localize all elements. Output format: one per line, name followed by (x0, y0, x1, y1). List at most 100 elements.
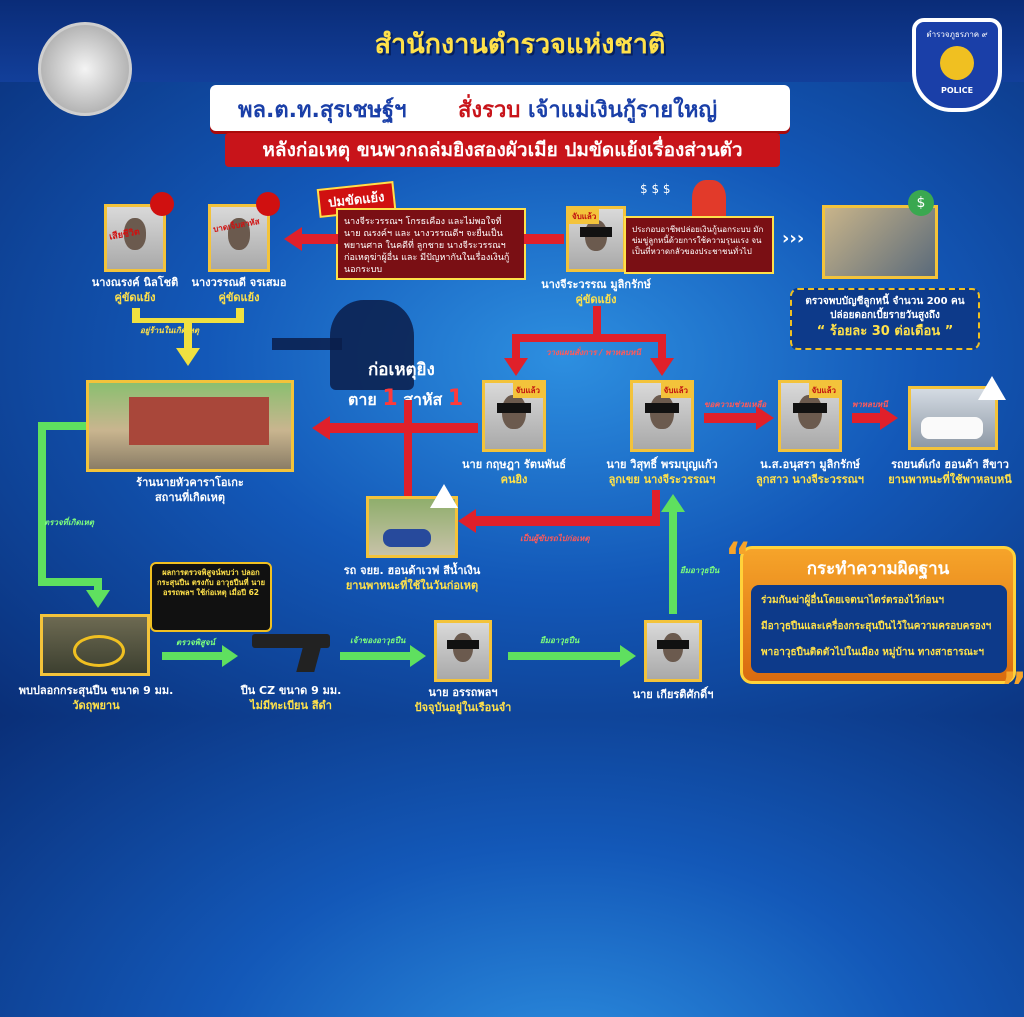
face-censor-bar (496, 402, 532, 414)
suspect-name-1: นาย กฤษฎา รัตนพันธ์ (462, 458, 566, 471)
escape-car-photo (908, 386, 998, 450)
casing-label: พบปลอกกระสุนปืน ขนาด 9 มม. (18, 684, 174, 697)
arrow-head (410, 645, 426, 667)
dead-count: 1 (382, 386, 398, 411)
casing-marker (73, 635, 125, 667)
summary-line1: ตรวจพบบัญชีลูกหนี้ จำนวน 200 คน (805, 296, 965, 307)
headline-banner: พล.ต.ท.สุรเชษฐ์ฯ สั่งรวบ เจ้าแม่เงินกู้ร… (210, 85, 790, 131)
suspect-name-2: นาย วิสุทธิ์ พรมบุญแก้ว (606, 458, 718, 471)
face-censor-bar (792, 402, 828, 414)
victim-role-1: คู่ขัดแย้ง (114, 291, 156, 304)
gunman-arm (272, 338, 342, 350)
arrow-head (458, 509, 476, 533)
offense-item: มีอาวุธปืนและเครื่องกระสุนปืนไว้ในความคร… (761, 621, 992, 632)
casing-evidence-photo (40, 614, 150, 676)
victim-role-2: คู่ขัดแย้ง (218, 291, 260, 304)
arrow-suspect-to-conflict (524, 234, 564, 244)
dead-label: ตาย (348, 390, 377, 409)
suspect-role-3: ลูกสาว นางจีระวรรณฯ (755, 473, 864, 486)
lender-role-1: ปัจจุบันอยู่ในเรือนจำ (414, 701, 512, 714)
headline-part2: สั่งรวบ (458, 98, 521, 123)
victim-photo-2: บาดเจ็บสาหัส (208, 204, 270, 272)
gun-grip (296, 644, 322, 672)
suspect-role-1: คนยิง (500, 473, 528, 486)
interest-rate: “ ร้อยละ 30 ต่อเดือน ” (816, 324, 954, 339)
debtor-records-photo (822, 205, 938, 279)
escape-car-label: ยานพาหนะที่ใช้พาหลบหนี (888, 473, 1012, 486)
arrow-proof (162, 652, 224, 660)
main-suspect-role: คู่ขัดแย้ง (575, 293, 617, 306)
police-emblem-icon (38, 22, 132, 116)
lending-summary-box: ตรวจพบบัญชีลูกหนี้ จำนวน 200 คน ปล่อยดอก… (790, 288, 980, 350)
borrow-tag-1: ยืมอาวุธปืน (540, 636, 580, 645)
casing-sublabel: วัดถุพยาน (72, 699, 120, 712)
arrow-inspection (94, 578, 102, 592)
victims-bracket (132, 308, 140, 322)
quote-close-icon: ” (1001, 665, 1024, 711)
car-shape (921, 417, 983, 439)
arrow-order-right (658, 334, 666, 360)
shooting-title: ก่อเหตุยิง (368, 360, 435, 380)
injured-count: 1 (447, 386, 464, 411)
escape-tag: พาหลบหนี (852, 400, 888, 409)
arrest-stamp: จับแล้ว (512, 383, 543, 398)
headline-part3: เจ้าแม่เงินกู้รายใหญ่ (528, 98, 718, 123)
motorbike-label: ยานพาหนะที่ใช้ในวันก่อเหตุ (345, 579, 479, 592)
arrow-inspection (38, 422, 46, 582)
badge-text-top: ตำรวจภูธรภาค ๙ (926, 30, 988, 39)
motorbike-name: รถ จยย. ฮอนด้าเวฟ สีน้ำเงิน (343, 564, 481, 577)
crime-scene-name: ร้านนายหัวคาราโอเกะ (136, 476, 244, 489)
face-censor-bar (644, 402, 680, 414)
arrow-head (86, 590, 110, 608)
arrow-head (880, 406, 898, 430)
blood-splat-icon (256, 192, 280, 216)
arrow-help (704, 413, 756, 423)
suspect-name-3: น.ส.อนุสรา มูลิกรักษ์ (760, 458, 860, 471)
arrow-inspection (38, 422, 86, 430)
offense-list: ร่วมกันฆ่าผู้อื่นโดยเจตนาไตร่ตรองไว้ก่อน… (751, 585, 1007, 673)
arrow-driver-to-bike (474, 516, 660, 526)
money-bag-icon: $ (908, 190, 934, 216)
casing-result-note: ผลการตรวจพิสูจน์พบว่า ปลอกกระสุนปืน ตรงก… (150, 562, 272, 632)
badge-text-bottom: POLICE (940, 86, 974, 95)
victims-note: อยู่ร้านในเกิดเหตุ (140, 326, 200, 335)
arrow-head (756, 406, 774, 430)
arrow-order-left (512, 334, 520, 360)
arrow-driver-down (652, 490, 660, 526)
help-tag: ขอความช่วยเหลือ (704, 400, 767, 409)
arrow-head (650, 358, 674, 376)
arrow-head (222, 645, 238, 667)
arrow-shooter-to-bike (404, 400, 412, 498)
proof-tag: ตรวจพิสูจน์ (176, 638, 215, 647)
arrow-escape (852, 413, 882, 423)
arrow-conflict-to-victims (300, 234, 338, 244)
arrow-head (284, 227, 302, 251)
offense-title: กระทำความผิดฐาน (806, 559, 950, 579)
header-bar (0, 0, 1024, 82)
bike-shape (383, 529, 431, 547)
arrest-stamp: จับแล้ว (808, 383, 839, 398)
subheadline: หลังก่อเหตุ ขนพวกถล่มยิงสองผัวเมีย ปมขัด… (225, 133, 780, 167)
face-placeholder (123, 218, 147, 251)
lender-photo-2 (644, 620, 702, 682)
gun-label: ปืน CZ ขนาด 9 มม. (240, 684, 342, 697)
face-censor-bar (447, 639, 479, 649)
arrow-head (620, 645, 636, 667)
motorbike-tag: เป็นผู้ขับรถไปก่อเหตุ (520, 534, 590, 543)
arrest-stamp: จับแล้ว (569, 209, 600, 224)
suspect-photo-3: จับแล้ว (778, 380, 842, 452)
lender-name-2: นาย เกียรติศักดิ์ฯ (632, 688, 714, 701)
face-placeholder (227, 218, 251, 251)
victims-bracket (132, 318, 244, 323)
offense-item: พาอาวุธปืนติดตัวไปในเมือง หมู่บ้าน ทางสา… (761, 647, 984, 658)
injured-label: สาหัส (403, 390, 443, 409)
gun-owner-tag: เจ้าของอาวุธปืน (350, 636, 406, 645)
offense-panel: “ กระทำความผิดฐาน ร่วมกันฆ่าผู้อื่นโดยเจ… (725, 535, 1024, 711)
arrow-to-scene (184, 322, 192, 352)
gun-icon (252, 630, 332, 674)
warning-icon (978, 376, 1006, 400)
summary-line2: ปล่อยดอกเบี้ยรายวันสูงถึง (830, 310, 940, 321)
escape-car-name: รถยนต์เก๋ง ฮอนด้า สีขาว (891, 458, 1009, 471)
lender-photo-1 (434, 620, 492, 682)
victim-photo-1: เสียชีวิต (104, 204, 166, 272)
